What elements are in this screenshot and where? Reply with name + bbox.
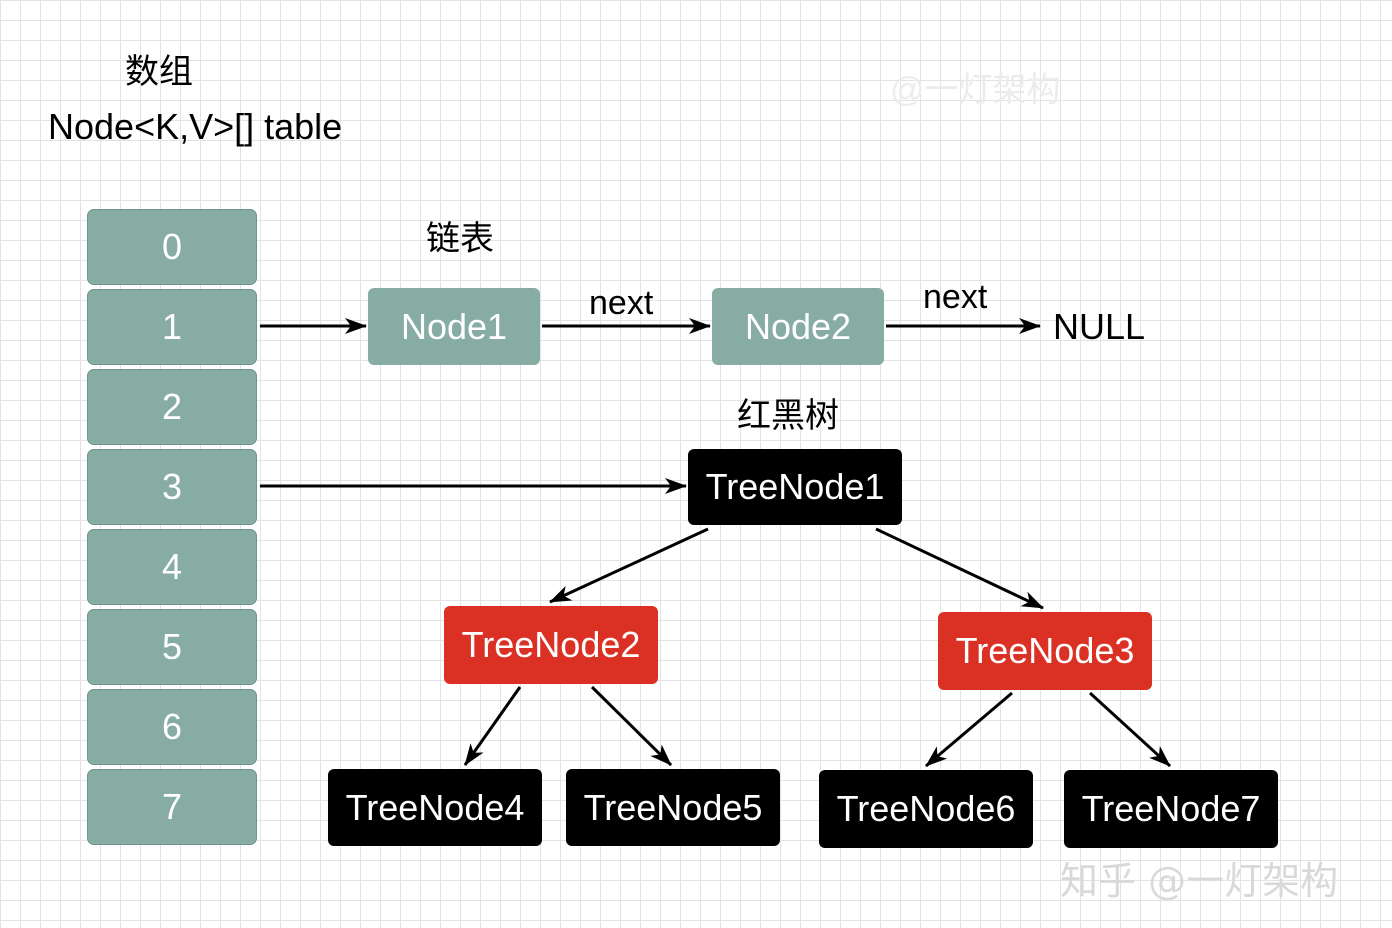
edge-tree1-to-tree2 [549, 527, 709, 604]
array-cell-7: 7 [87, 769, 257, 845]
array-cell-3: 3 [87, 449, 257, 525]
tree-node-4: TreeNode4 [328, 769, 542, 846]
tree-node-2: TreeNode2 [444, 606, 658, 684]
array-cell-4: 4 [87, 529, 257, 605]
tree-node-7: TreeNode7 [1064, 770, 1278, 848]
array-cell-2: 2 [87, 369, 257, 445]
tree-node-5: TreeNode5 [566, 769, 780, 846]
array-label: Node<K,V>[] table [48, 106, 343, 147]
watermark-bottom: 知乎 @一灯架构 [1060, 859, 1339, 903]
array-cell-6: 6 [87, 689, 257, 765]
edge-tree2-to-tree5 [590, 685, 673, 767]
next-label-1: next [589, 284, 654, 322]
list-node-2: Node2 [712, 288, 884, 365]
edge-tree1-to-tree3 [875, 527, 1044, 610]
array-cell-5: 5 [87, 609, 257, 685]
edge-tree3-to-tree6 [925, 691, 1013, 768]
array-cell-1: 1 [87, 289, 257, 365]
tree-heading: 红黑树 [737, 396, 839, 436]
tree-node-3: TreeNode3 [938, 612, 1152, 690]
edge-tree2-to-tree4 [463, 686, 522, 766]
edge-tree3-to-tree7 [1088, 691, 1172, 768]
array-title: 数组 [125, 52, 193, 92]
linked-list-heading: 链表 [426, 219, 494, 259]
array-cell-0: 0 [87, 209, 257, 285]
next-label-2: next [923, 278, 988, 316]
list-node-1: Node1 [368, 288, 540, 365]
tree-node-6: TreeNode6 [819, 770, 1033, 848]
tree-node-1: TreeNode1 [688, 449, 902, 525]
watermark-top: @一灯架构 [890, 71, 1061, 109]
null-label: NULL [1053, 306, 1146, 347]
